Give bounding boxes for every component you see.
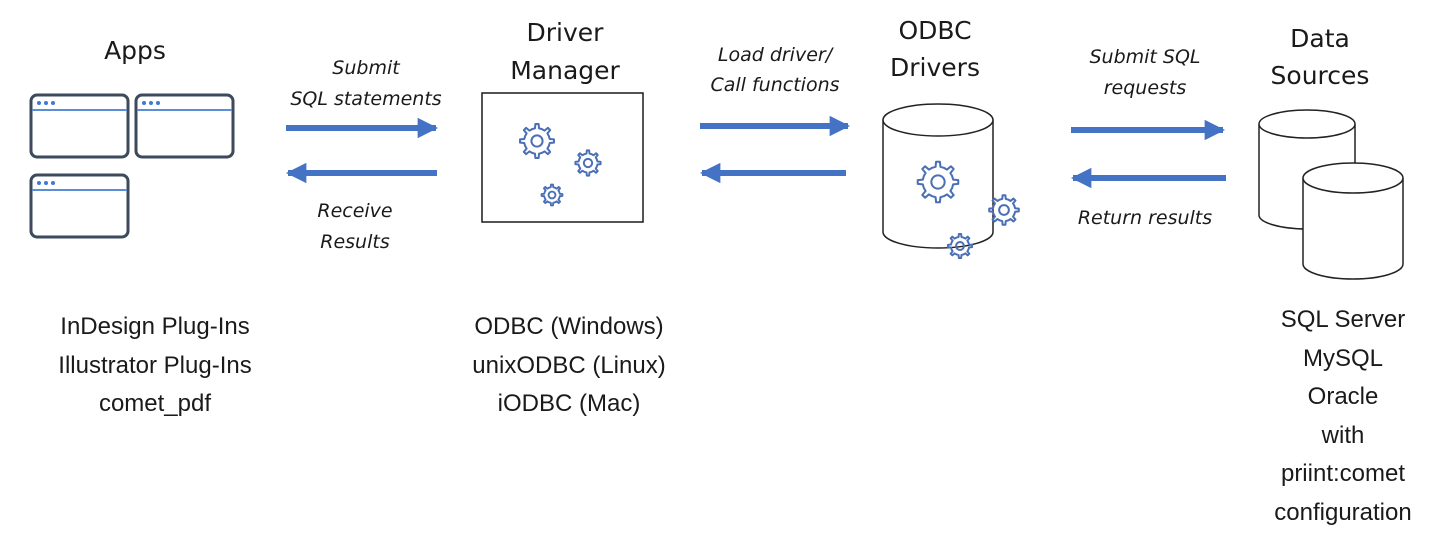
app-window-icon (29, 173, 130, 239)
submit-sql-statements-label: Submit SQL statements (266, 53, 466, 115)
arrow-label-line: SQL statements (290, 88, 442, 110)
driver-manager-description-line: ODBC (Windows) (474, 313, 664, 340)
apps-description-line: comet_pdf (98, 390, 212, 417)
data-sources-description-line: priint:comet (1280, 460, 1406, 487)
arrow-label-line: Receive (317, 200, 393, 222)
apps-title: Apps (60, 36, 210, 65)
apps-description-line: Illustrator Plug-Ins (58, 351, 252, 379)
data-sources-title: Data Sources (1245, 20, 1395, 94)
submit-sql-requests-label: Submit SQL requests (1065, 42, 1225, 104)
data-sources-description: SQL Server MySQL Oracle with priint:come… (1240, 301, 1446, 532)
return-results-label: Return results (1055, 204, 1235, 232)
arrow-label-line: Call functions (710, 74, 840, 96)
arrow-label-line: Results (320, 231, 390, 253)
database-gears-icon (882, 103, 1020, 260)
arrow-label-line: requests (1103, 77, 1187, 99)
driver-manager-title-line: Driver (526, 18, 604, 47)
arrow-label-line: Submit (332, 57, 400, 79)
driver-manager-box (481, 92, 644, 223)
odbc-drivers-title: ODBC Drivers (860, 12, 1010, 86)
driver-manager-title-line: Manager (510, 56, 620, 85)
app-window-icon (134, 93, 235, 159)
data-sources-description-line: Oracle (1307, 383, 1379, 410)
data-sources-description-line: configuration (1274, 498, 1412, 526)
data-sources-description-line: with (1321, 421, 1365, 449)
data-sources-description-line: SQL Server (1280, 306, 1406, 333)
odbc-drivers-title-line: ODBC (898, 16, 972, 45)
data-sources-description-line: MySQL (1302, 344, 1383, 372)
apps-title-text: Apps (104, 36, 166, 65)
data-sources-title-line: Sources (1270, 61, 1370, 90)
driver-manager-description-line: iODBC (Mac) (497, 390, 641, 417)
driver-manager-description-line: unixODBC (Linux) (472, 351, 666, 379)
receive-results-label: Receive Results (280, 196, 430, 258)
database-icon (1302, 162, 1404, 280)
arrow-label-line: Load driver/ (717, 44, 833, 66)
app-window-icon (29, 93, 130, 159)
apps-description-line: InDesign Plug-Ins (60, 313, 250, 340)
apps-description: InDesign Plug-Ins Illustrator Plug-Ins c… (40, 308, 270, 424)
driver-manager-title: Driver Manager (480, 14, 650, 90)
driver-manager-description: ODBC (Windows) unixODBC (Linux) iODBC (M… (446, 308, 692, 424)
odbc-drivers-title-line: Drivers (890, 53, 980, 82)
load-driver-call-functions-label: Load driver/ Call functions (680, 40, 870, 100)
arrow-label-line: Submit SQL (1089, 46, 1201, 68)
data-sources-title-line: Data (1290, 24, 1350, 53)
arrow-label-line: Return results (1077, 207, 1213, 229)
